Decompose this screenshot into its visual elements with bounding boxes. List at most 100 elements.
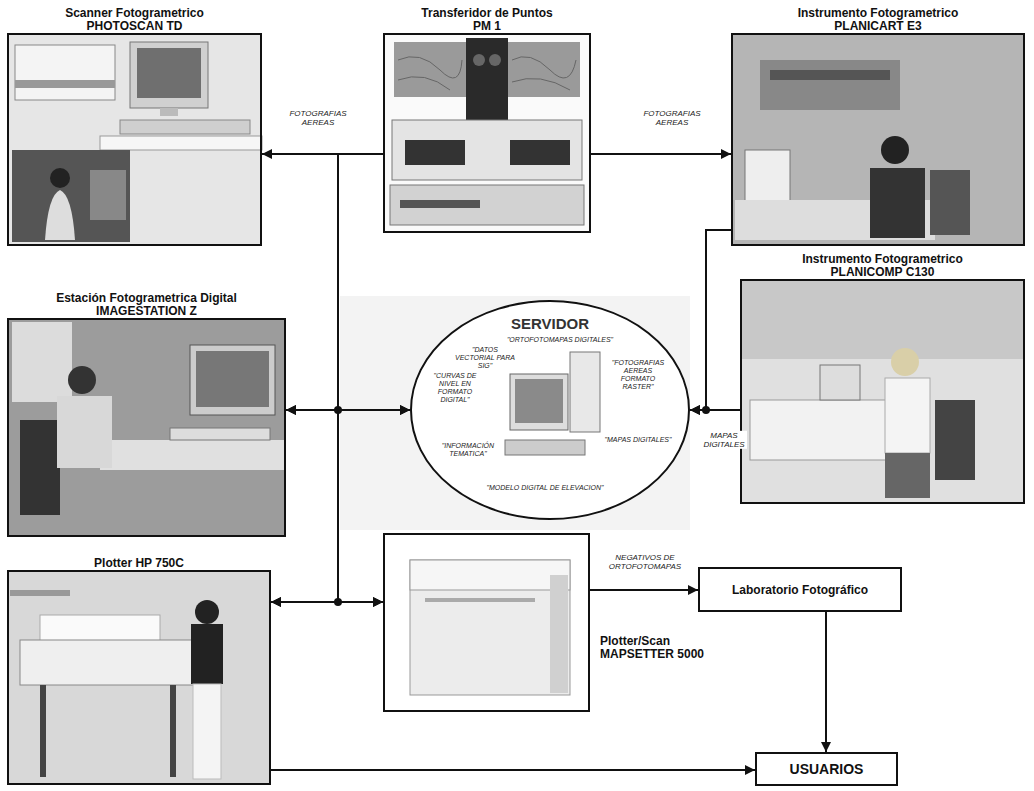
plotter-illustration bbox=[10, 590, 70, 596]
flow-arrow bbox=[690, 230, 731, 410]
mapsetter-illustration bbox=[425, 598, 535, 602]
scanner-illustration bbox=[45, 190, 75, 240]
node-heading: Transferidor de Puntos PM 1 bbox=[415, 7, 560, 33]
server-item: "DATOS VECTORIAL PARA SIG" bbox=[452, 346, 518, 370]
junction-dots bbox=[334, 406, 342, 414]
plotter-illustration bbox=[193, 684, 221, 779]
scanner-illustration bbox=[130, 42, 208, 108]
point-transfer-illustration bbox=[466, 38, 508, 133]
planicart-illustration bbox=[930, 170, 970, 235]
plotter-photo: Plotter HP 750C bbox=[7, 570, 271, 785]
server-illustration bbox=[510, 374, 568, 430]
imagestation-illustration bbox=[190, 345, 275, 415]
plotter-illustration bbox=[170, 685, 176, 777]
planicomp-illustration bbox=[885, 453, 930, 498]
imagestation-illustration bbox=[68, 366, 96, 394]
flow-arrow bbox=[286, 410, 383, 602]
flow-arrow bbox=[262, 154, 338, 410]
scanner-photo: Scanner Fotogrametrico PHOTOSCAN TD bbox=[7, 33, 262, 246]
planicomp-illustration bbox=[740, 279, 1025, 504]
server-illustration bbox=[340, 296, 690, 530]
server-title: SERVIDOR bbox=[510, 315, 590, 332]
imagestation-illustration bbox=[20, 420, 60, 515]
imagestation-illustration bbox=[170, 428, 270, 440]
planicomp-illustration bbox=[885, 378, 930, 453]
imagestation-illustration bbox=[7, 318, 286, 537]
flow-arrow bbox=[338, 410, 410, 602]
point-transfer-illustration bbox=[405, 140, 465, 165]
node-heading: Plotter HP 750C bbox=[94, 557, 184, 570]
junction-dots bbox=[702, 406, 710, 414]
flow-arrow bbox=[591, 153, 731, 155]
planicart-illustration bbox=[870, 168, 925, 238]
mapsetter-illustration bbox=[410, 560, 570, 590]
junction-dots bbox=[334, 598, 342, 606]
planicart-illustration bbox=[731, 33, 1025, 246]
server-illustration bbox=[515, 379, 563, 423]
node-heading: Instrumento Fotogrametrico PLANICOMP C13… bbox=[790, 253, 975, 279]
flow-arrow bbox=[271, 769, 755, 771]
process-box: Laboratorio Fotográfico bbox=[698, 567, 902, 612]
node-heading: Plotter/Scan MAPSETTER 5000 bbox=[600, 635, 712, 661]
mapsetter-photo: Plotter/Scan MAPSETTER 5000 bbox=[383, 533, 590, 712]
point-transfer-illustration bbox=[473, 54, 485, 66]
scanner-illustration bbox=[15, 45, 115, 100]
scanner-illustration bbox=[12, 150, 130, 242]
flow-arrow bbox=[271, 410, 410, 602]
planicomp-illustration bbox=[740, 279, 1025, 504]
plotter-illustration bbox=[40, 685, 46, 777]
imagestation-photo: Estación Fotogrametrica Digital IMAGESTA… bbox=[7, 318, 286, 537]
planicart-illustration bbox=[731, 33, 1025, 246]
flow-arrow bbox=[825, 612, 827, 752]
imagestation-illustration bbox=[57, 396, 112, 468]
box-label: Laboratorio Fotográfico bbox=[732, 583, 868, 597]
plotter-illustration bbox=[7, 570, 271, 785]
scanner-illustration bbox=[137, 48, 201, 98]
planicomp-photo: Instrumento Fotogrametrico PLANICOMP C13… bbox=[740, 279, 1025, 504]
server-item: "INFORMACIÓN TEMATICA" bbox=[437, 442, 499, 458]
scanner-illustration bbox=[15, 80, 115, 88]
junction-dots bbox=[334, 406, 710, 606]
scanner-illustration bbox=[160, 108, 178, 116]
server-illustration bbox=[410, 300, 690, 520]
box-label: USUARIOS bbox=[790, 761, 864, 777]
point-transfer-illustration bbox=[390, 185, 584, 225]
point-transfer-illustration bbox=[400, 200, 480, 208]
planicart-illustration bbox=[770, 70, 890, 80]
server-outline bbox=[411, 301, 689, 519]
server-item: "CURVAS DE NIVEL EN FORMATO DIGITAL" bbox=[428, 372, 482, 404]
edge-label: FOTOGRAFIAS AEREAS bbox=[283, 109, 353, 127]
process-box: USUARIOS bbox=[755, 752, 898, 786]
server-item: "MODELO DIGITAL DE ELEVACION" bbox=[479, 484, 611, 492]
edge-label: NEGATIVOS DE ORTOFOTOMAPAS bbox=[598, 553, 693, 571]
server-item: "ORTOFOTOMAPAS DIGITALES" bbox=[499, 336, 621, 344]
mapsetter-illustration bbox=[410, 560, 570, 695]
point-transfer-illustration bbox=[508, 42, 580, 97]
plotter-illustration bbox=[7, 570, 271, 785]
planicomp-illustration bbox=[935, 400, 975, 480]
planicart-photo: Instrumento Fotogrametrico PLANICART E3 bbox=[731, 33, 1025, 246]
point-transfer-illustration bbox=[510, 140, 570, 165]
flow-arrow bbox=[590, 589, 698, 591]
node-heading: Instrumento Fotogrametrico PLANICART E3 bbox=[786, 7, 971, 33]
flow-arrow bbox=[271, 410, 338, 602]
imagestation-illustration bbox=[12, 322, 72, 402]
imagestation-illustration bbox=[7, 318, 286, 537]
server-item: "MAPAS DIGITALES" bbox=[601, 436, 675, 444]
point-transfer-illustration bbox=[398, 57, 462, 90]
edge-label: FOTOGRAFIAS AEREAS bbox=[637, 109, 707, 127]
plotter-illustration bbox=[40, 615, 160, 643]
scanner-illustration bbox=[50, 168, 70, 188]
node-heading: Scanner Fotogrametrico PHOTOSCAN TD bbox=[55, 7, 215, 33]
scanner-illustration bbox=[7, 33, 262, 246]
plotter-illustration bbox=[195, 600, 219, 624]
planicomp-illustration bbox=[820, 365, 860, 400]
server-illustration bbox=[340, 296, 690, 530]
node-heading: Estación Fotogrametrica Digital IMAGESTA… bbox=[44, 292, 249, 318]
server-circle: SERVIDOR "ORTOFOTOMAPAS DIGITALES" "DATOS … bbox=[410, 300, 690, 520]
planicomp-illustration bbox=[740, 279, 1025, 359]
point-transfer-illustration bbox=[392, 120, 582, 180]
